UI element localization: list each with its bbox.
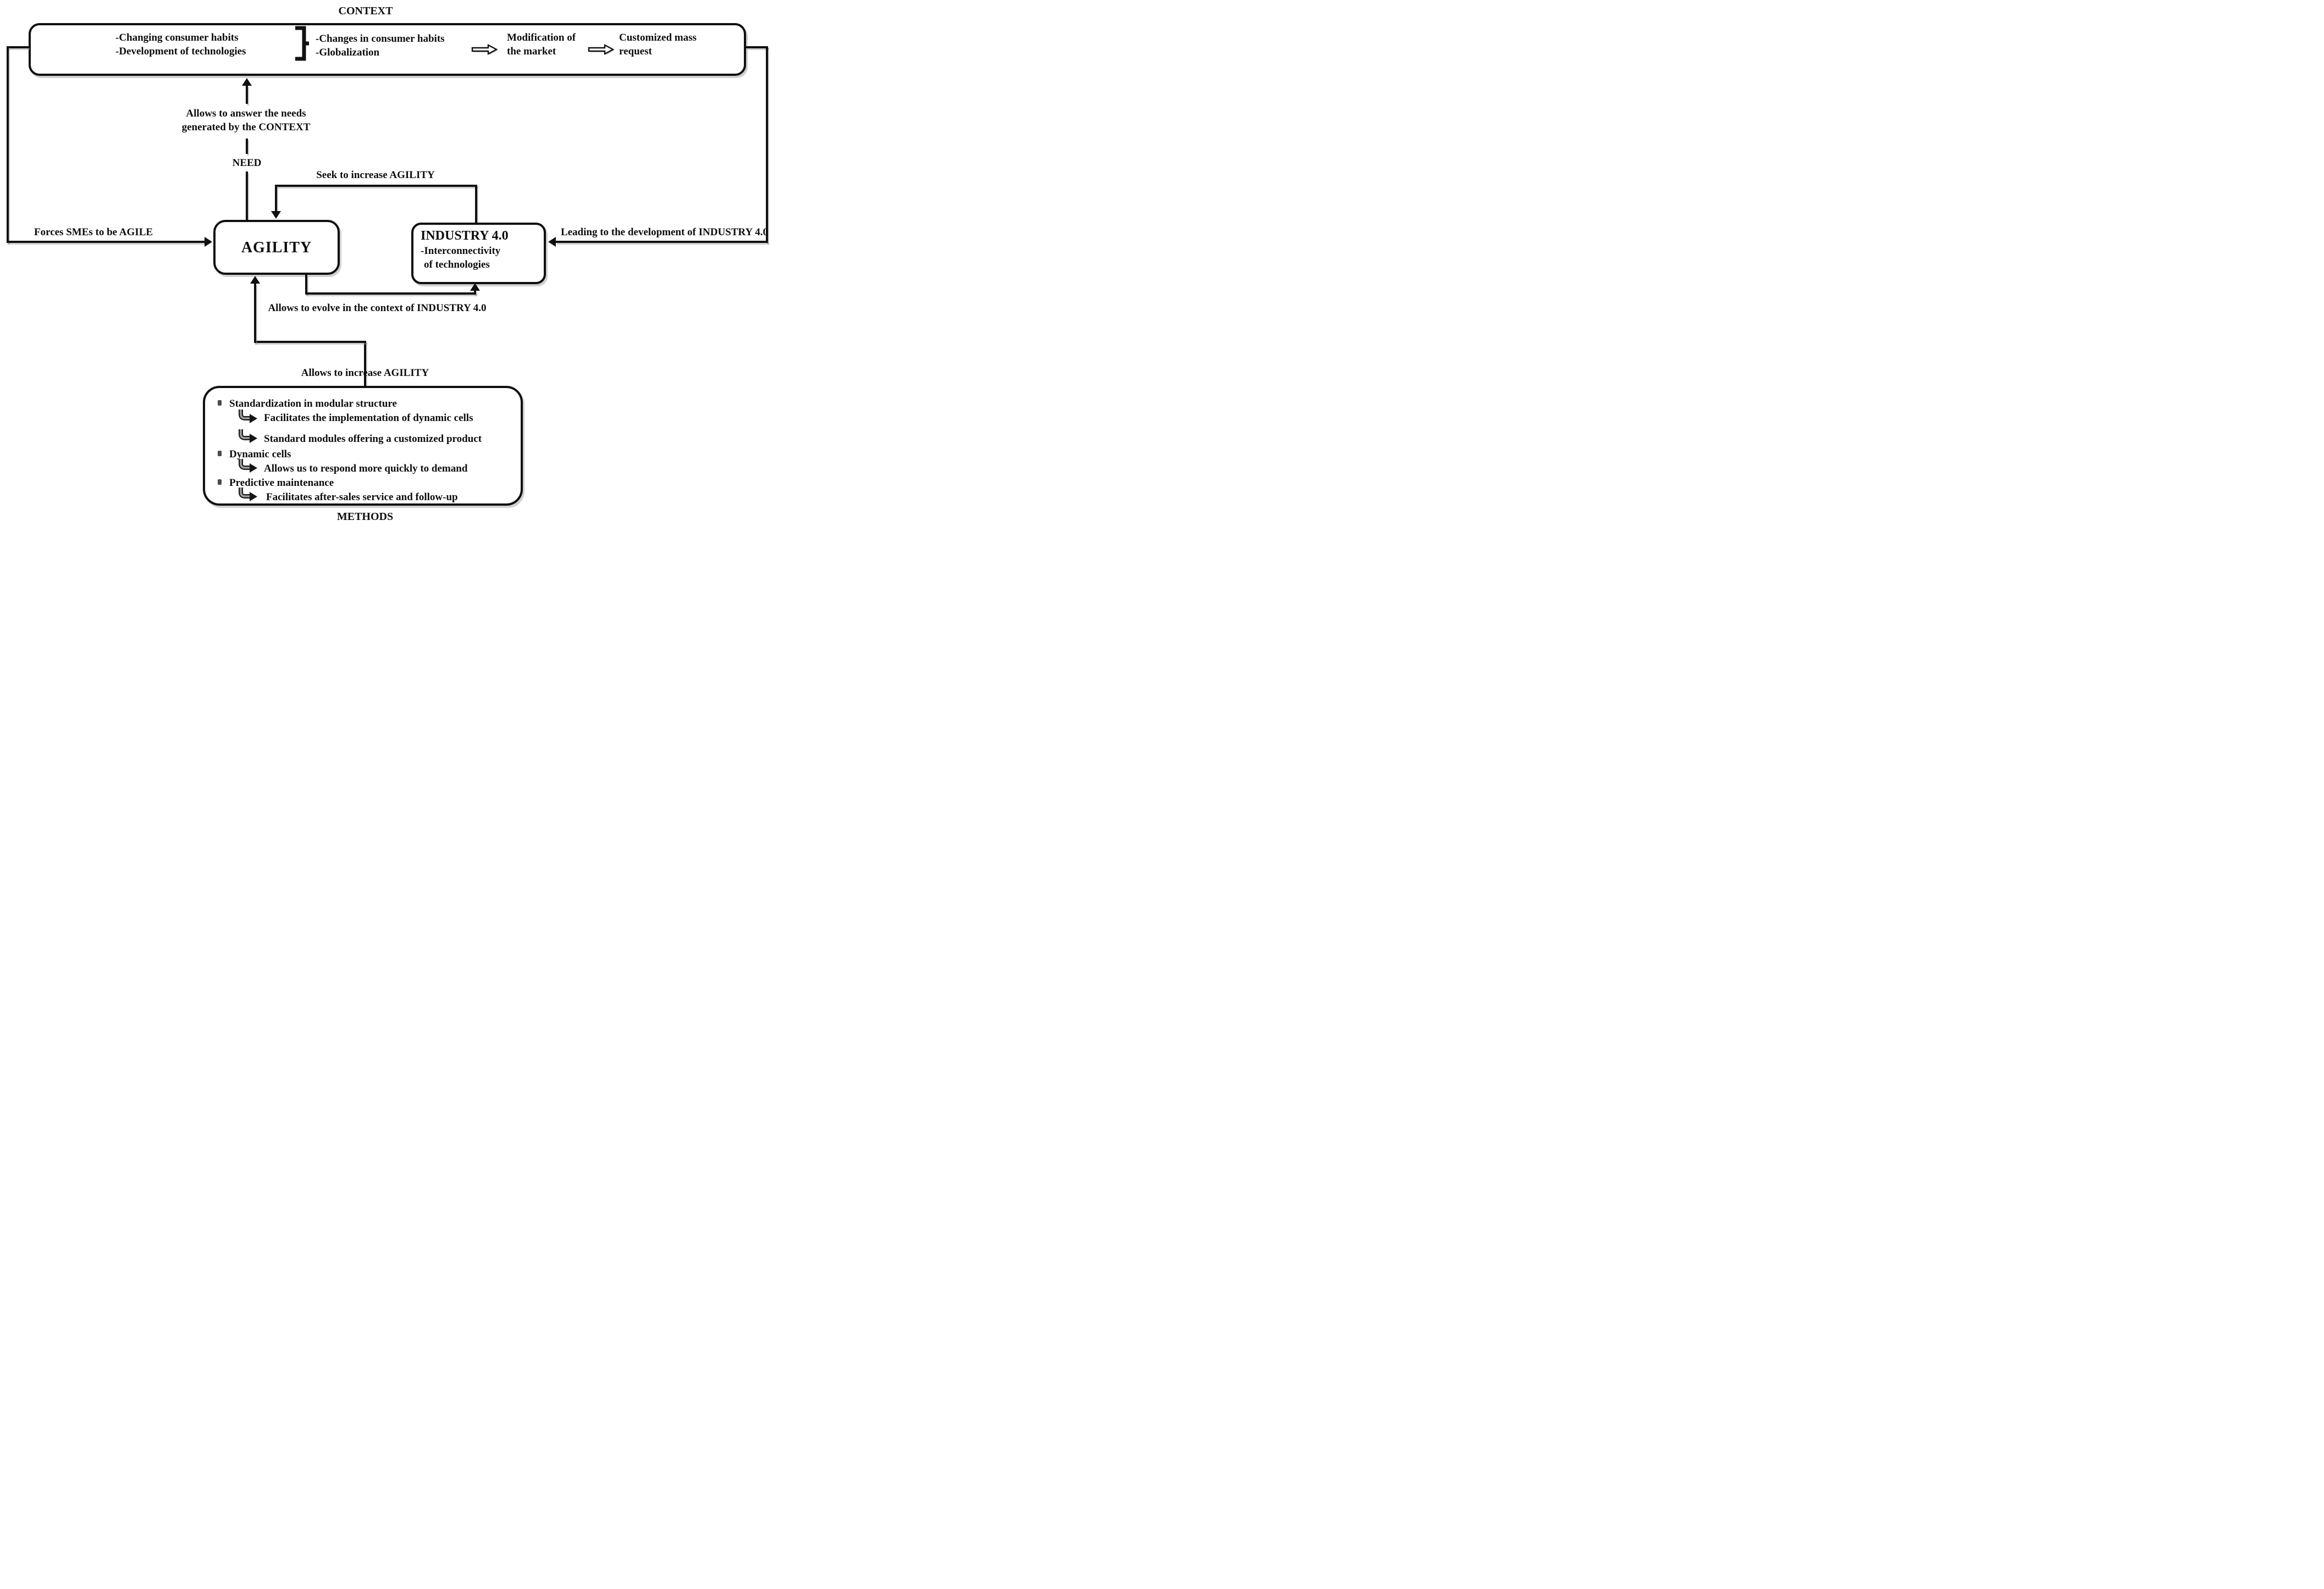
context-market-line2: the market bbox=[507, 46, 556, 57]
connector-evolve-left bbox=[305, 275, 307, 295]
context-effects-line1: -Changes in consumer habits bbox=[316, 33, 445, 45]
context-drivers-line1: -Changing consumer habits bbox=[115, 32, 239, 43]
arrowhead-down-icon bbox=[271, 211, 281, 219]
connector-evolve-horizontal bbox=[305, 292, 476, 295]
connector-increase-right bbox=[364, 341, 366, 386]
method-item: Standardization in modular structure bbox=[229, 398, 397, 409]
connector-right-vertical bbox=[766, 46, 768, 243]
context-request: Customized mass request bbox=[619, 31, 697, 58]
methods-title: METHODS bbox=[336, 511, 394, 523]
method-item: Facilitates after-sales service and foll… bbox=[266, 491, 458, 503]
methods-box bbox=[203, 386, 523, 506]
connector-left-vertical bbox=[7, 46, 9, 243]
need-caption-line2: generated by the CONTEXT bbox=[181, 121, 311, 133]
context-request-line1: Customized mass bbox=[619, 32, 697, 43]
context-market: Modification of the market bbox=[507, 31, 576, 58]
agility-label: AGILITY bbox=[241, 239, 312, 256]
context-drivers: -Changing consumer habits -Development o… bbox=[115, 31, 246, 58]
connector-seek-right bbox=[475, 185, 477, 223]
hook-arrow-icon bbox=[239, 409, 257, 423]
edge-label-forces: Forces SMEs to be AGILE bbox=[34, 226, 153, 238]
method-item: Predictive maintenance bbox=[229, 477, 334, 489]
context-request-line2: request bbox=[619, 46, 652, 57]
diagram-canvas: CONTEXT -Changing consumer habits -Devel… bbox=[0, 0, 775, 530]
industry-title: INDUSTRY 4.0 bbox=[421, 229, 509, 243]
need-caption: Allows to answer the needs generated by … bbox=[168, 107, 324, 134]
agility-box: AGILITY bbox=[213, 220, 340, 275]
connector-right-top bbox=[746, 46, 768, 48]
connector-evolve-right bbox=[474, 290, 476, 295]
hook-arrow-icon bbox=[239, 488, 257, 501]
connector-increase-left bbox=[254, 284, 256, 343]
method-item: Dynamic cells bbox=[229, 449, 291, 460]
arrowhead-up-icon bbox=[470, 283, 480, 291]
context-effects: -Changes in consumer habits -Globalizati… bbox=[316, 32, 445, 59]
method-item: Allows us to respond more quickly to dem… bbox=[264, 463, 468, 474]
block-arrow-icon bbox=[471, 44, 498, 55]
block-arrow-icon bbox=[588, 44, 615, 55]
context-drivers-line2: -Development of technologies bbox=[115, 46, 246, 57]
arrowhead-up-icon bbox=[250, 276, 260, 284]
connector-need-upper bbox=[246, 85, 248, 104]
connector-seek-left bbox=[275, 185, 277, 211]
context-title: CONTEXT bbox=[338, 5, 393, 17]
industry-box: INDUSTRY 4.0 -Interconnectivity of techn… bbox=[411, 223, 546, 284]
need-label: NEED bbox=[232, 157, 262, 169]
connector-seek-horizontal bbox=[276, 185, 477, 187]
industry-line1: -Interconnectivity bbox=[421, 245, 501, 257]
connector-need-lower bbox=[246, 171, 248, 220]
hook-arrow-icon bbox=[239, 429, 257, 443]
context-market-line1: Modification of bbox=[507, 32, 576, 43]
connector-left-top bbox=[7, 46, 29, 48]
connector-forces bbox=[7, 241, 206, 243]
arrowhead-right-icon bbox=[205, 237, 212, 247]
edge-label-increase: Allows to increase AGILITY bbox=[301, 367, 429, 379]
need-caption-line1: Allows to answer the needs bbox=[186, 108, 306, 119]
arrowhead-up-icon bbox=[242, 78, 252, 86]
method-item: Facilitates the implementation of dynami… bbox=[264, 412, 473, 424]
context-box bbox=[29, 23, 746, 76]
arrowhead-left-icon bbox=[548, 237, 556, 247]
dash-bullet-icon bbox=[218, 451, 222, 456]
connector-increase-horizontal bbox=[254, 341, 366, 343]
industry-line2: of technologies bbox=[424, 259, 490, 270]
context-effects-line2: -Globalization bbox=[316, 47, 380, 58]
edge-label-seek: Seek to increase AGILITY bbox=[316, 169, 435, 181]
hook-arrow-icon bbox=[239, 459, 257, 473]
connector-need-middle bbox=[246, 139, 248, 154]
edge-label-evolve: Allows to evolve in the context of INDUS… bbox=[268, 302, 487, 314]
connector-leading bbox=[556, 241, 768, 243]
edge-label-leading: Leading to the development of INDUSTRY 4… bbox=[560, 226, 768, 238]
method-item: Standard modules offering a customized p… bbox=[264, 433, 482, 445]
dash-bullet-icon bbox=[218, 479, 222, 485]
dash-bullet-icon bbox=[218, 400, 222, 406]
curly-brace-icon bbox=[295, 26, 309, 61]
